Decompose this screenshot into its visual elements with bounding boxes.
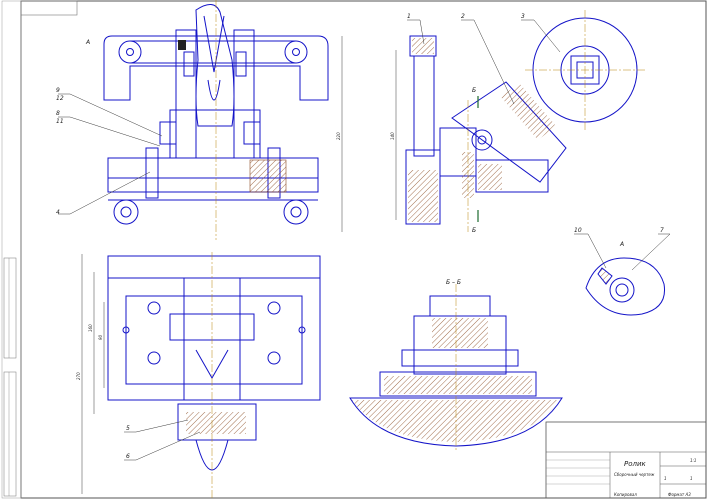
dimension-lines	[81, 36, 397, 494]
side-view	[405, 17, 638, 225]
label-part-3: 3	[521, 13, 525, 20]
title-sheet: 1	[664, 476, 667, 481]
label-part-12: 12	[56, 95, 64, 102]
title-sheets: 1	[690, 476, 693, 481]
view-labels: А А Б – Б Б Б	[85, 39, 624, 286]
dim-plan-inner1: 160	[88, 324, 93, 332]
title-block: Ролик Сборочный чертеж 1 1:1 1 Копировал…	[545, 421, 707, 499]
section-label: Б – Б	[446, 279, 461, 286]
dim-side-height: 140	[390, 132, 395, 140]
dim-plan-height: 270	[76, 372, 81, 380]
title-subtitle: Сборочный чертеж	[614, 472, 655, 477]
leader-lines	[58, 19, 671, 461]
label-part-5: 5	[126, 425, 130, 432]
dim-plan-inner2: 90	[98, 334, 103, 340]
label-part-9: 9	[56, 87, 60, 94]
label-part-11: 11	[56, 118, 64, 125]
view-arrow-label: А	[85, 39, 90, 46]
label-part-6: 6	[126, 453, 130, 460]
title-format: Формат А3	[668, 492, 691, 497]
plan-view	[107, 255, 321, 471]
label-part-10: 10	[574, 227, 582, 234]
detail-label: А	[619, 241, 624, 248]
title-scale: 1:1	[690, 458, 696, 463]
label-part-1: 1	[407, 13, 411, 20]
cut-label-top: Б	[472, 87, 476, 94]
label-part-8: 8	[56, 110, 60, 117]
part-labels: 9 12 8 11 4 1 2 3 5 6 10 7	[56, 13, 664, 460]
front-view	[103, 4, 329, 225]
label-part-2: 2	[461, 13, 465, 20]
detail-view	[585, 257, 666, 316]
label-part-7: 7	[660, 227, 664, 234]
title-name: Ролик	[624, 460, 647, 468]
label-part-4: 4	[56, 209, 60, 216]
dimension-texts: 220 140 270 160 90	[76, 132, 395, 380]
cut-label-bottom: Б	[472, 227, 476, 234]
dim-front-height: 220	[336, 132, 341, 140]
title-copied: Копировал	[614, 492, 637, 497]
